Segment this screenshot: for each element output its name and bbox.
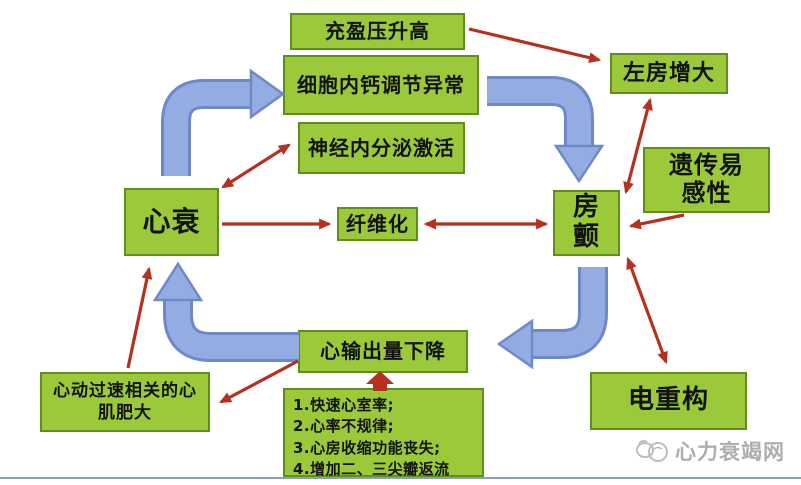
node-electrical-remodeling: 电重构 (590, 372, 747, 430)
watermark-site-name: 心力衰竭网 (675, 440, 785, 464)
node-neuroendocrine: 神经内分泌激活 (298, 122, 465, 174)
red-arrow-hypertrophy-to-hf (126, 266, 153, 369)
node-atrial-fibrillation: 房 颤 (553, 190, 620, 256)
list-item: 4.增加二、三尖瓣返流 (293, 459, 450, 478)
node-genetic-susceptibility: 遗传易 感性 (643, 147, 770, 213)
red-arrow-hf-neuroendocrine-bidir (221, 143, 291, 189)
node-tachycardia-hypertrophy: 心动过速相关的心 肌肥大 (40, 372, 210, 432)
red-arrow-filling-to-la (468, 27, 602, 63)
blue-arrow-af-to-cardiac-output (496, 267, 608, 370)
red-arrow-genetic-to-af (628, 213, 685, 230)
watermark: 心力衰竭网 (634, 436, 785, 466)
mechanism-list-box: 1.快速心室率; 2.心率不规律; 3.心房收缩功能丧失; 4.增加二、三尖瓣返… (283, 388, 484, 478)
list-item: 1.快速心室率; (293, 396, 395, 414)
bottom-divider-line (0, 477, 801, 479)
node-filling-pressure: 充盈压升高 (290, 13, 465, 50)
blue-arrow-cardiac-output-to-hf (152, 261, 299, 362)
node-la-enlargement: 左房增大 (610, 53, 728, 94)
blue-arrow-calcium-to-af (487, 76, 605, 184)
node-cardiac-output-drop: 心输出量下降 (298, 330, 468, 373)
list-item: 2.心率不规律; (293, 417, 395, 436)
node-heart-failure: 心衰 (124, 188, 219, 256)
node-fibrosis: 纤维化 (337, 207, 418, 241)
red-arrow-af-electrical-bidir (626, 256, 668, 365)
node-calcium-regulation: 细胞内钙调节异常 (283, 55, 479, 115)
list-item: 3.心房收缩功能丧失; (293, 438, 441, 457)
heart-doodle-logo-icon (636, 439, 668, 462)
blue-arrow-hf-to-calcium (161, 68, 286, 176)
